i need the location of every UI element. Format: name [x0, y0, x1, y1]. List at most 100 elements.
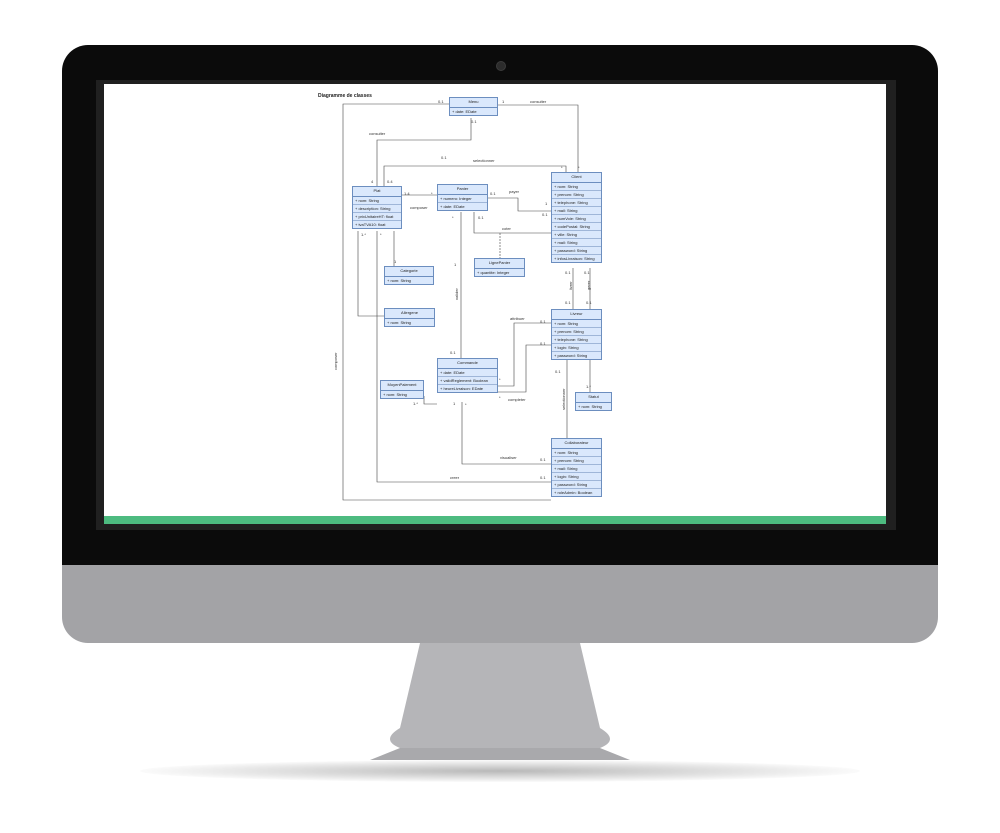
assoc-label: completer [508, 397, 526, 402]
monitor-chin [62, 565, 938, 643]
multiplicity: 1.* [361, 232, 366, 237]
class-name: Livreur [552, 310, 601, 320]
class-attribute: + password: String [552, 481, 601, 489]
class-name: LignePanier [475, 259, 524, 269]
class-name: MoyenPaiement [381, 381, 423, 391]
class-categorie[interactable]: Categorie + nom: String [384, 266, 434, 285]
class-attribute: + nom: String [552, 449, 601, 457]
class-name: Categorie [385, 267, 433, 277]
class-allergene[interactable]: Allergene + nom: String [384, 308, 435, 327]
class-name: Panier [438, 185, 487, 195]
class-name: Client [552, 173, 601, 183]
class-attribute: + infosLivraison: String [554, 256, 595, 261]
multiplicity: 0.1 [584, 270, 590, 275]
class-plat[interactable]: Plat + nom: String + description: String… [352, 186, 402, 229]
class-attribute: + mail: String [552, 207, 601, 215]
class-name: Commande [438, 359, 497, 369]
class-attribute: + date: EDate [438, 369, 497, 377]
class-name: Collaborateur [552, 439, 601, 449]
stand-shadow [140, 760, 860, 782]
multiplicity: 0.1 [540, 475, 546, 480]
assoc-label: consulter [369, 131, 386, 136]
multiplicity: 0.1 [540, 341, 546, 346]
class-attribute: + validReglement: Boolean [438, 377, 497, 385]
multiplicity: 1.4 [404, 191, 410, 196]
class-attribute: + date: EDate [440, 204, 465, 209]
multiplicity: * [561, 165, 563, 170]
class-attribute: + login: String [552, 344, 601, 352]
multiplicity: 4 [371, 179, 374, 184]
class-name: Plat [353, 187, 401, 197]
multiplicity: 1 [453, 401, 456, 406]
multiplicity: 1.* [413, 401, 418, 406]
assoc-label: valider [454, 288, 459, 300]
assoc-label: creer [450, 475, 460, 480]
assoc-label: consulter [530, 99, 547, 104]
class-menu[interactable]: Menu + date: EDate [449, 97, 498, 116]
assoc-label: composer [410, 205, 428, 210]
class-attribute: + mail: String [552, 239, 601, 247]
class-attribute: + roleAdmin: Boolean [554, 490, 593, 495]
class-attribute: + nom: String [387, 278, 411, 283]
display-area [104, 84, 886, 516]
multiplicity: * [499, 395, 501, 400]
class-panier[interactable]: Panier + numero: Integer + date: EDate [437, 184, 488, 211]
camera-icon [496, 61, 506, 71]
class-attribute: + nom: String [353, 197, 401, 205]
assoc-label: attribuer [510, 316, 525, 321]
multiplicity: 0.1 [478, 215, 484, 220]
class-attribute: + password: String [554, 353, 588, 358]
class-statut[interactable]: Statut + nom: String [575, 392, 612, 411]
class-attribute: + nom: String [552, 320, 601, 328]
multiplicity: 0.1 [565, 300, 571, 305]
multiplicity: 0.1 [565, 270, 571, 275]
multiplicity: 0.1 [542, 212, 548, 217]
class-collaborateur[interactable]: Collaborateur + nom: String + prenom: St… [551, 438, 602, 497]
assoc-label: coter [502, 226, 511, 231]
class-attribute: + numero: Integer [438, 195, 487, 203]
class-name: Menu [450, 98, 497, 108]
class-attribute: + quantite: Integer [477, 270, 510, 275]
class-attribute: + nom: String [552, 183, 601, 191]
multiplicity: * [452, 215, 454, 220]
assoc-label: composer [333, 352, 338, 370]
class-attribute: + nom: String [578, 404, 602, 409]
class-lignepanier[interactable]: LignePanier + quantite: Integer [474, 258, 525, 277]
multiplicity: 1 [545, 201, 548, 206]
screen-bottom-bar [104, 516, 886, 524]
class-attribute: + telephone: String [552, 199, 601, 207]
class-moyenpaiement[interactable]: MoyenPaiement + nom: String [380, 380, 424, 399]
class-attribute: + description: String [353, 205, 401, 213]
class-commande[interactable]: Commande + date: EDate + validReglement:… [437, 358, 498, 393]
multiplicity: * [380, 232, 382, 237]
class-livreur[interactable]: Livreur + nom: String + prenom: String +… [551, 309, 602, 360]
class-name: Allergene [385, 309, 434, 319]
multiplicity: * [431, 191, 433, 196]
multiplicity: 1 [394, 259, 397, 264]
multiplicity: * [499, 377, 501, 382]
multiplicity: 0.1 [450, 350, 456, 355]
class-attribute: + mail: String [552, 465, 601, 473]
class-client[interactable]: Client + nom: String + prenom: String + … [551, 172, 602, 263]
class-attribute: + codePostal: String [552, 223, 601, 231]
class-attribute: + login: String [552, 473, 601, 481]
class-name: Statut [576, 393, 611, 403]
assoc-label: payer [509, 189, 520, 194]
multiplicity: 0.4 [387, 179, 393, 184]
class-attribute: + telephone: String [552, 336, 601, 344]
multiplicity: * [465, 402, 467, 407]
multiplicity: 0.1 [441, 155, 447, 160]
class-attribute: + date: EDate [452, 109, 477, 114]
multiplicity: 1 [502, 99, 505, 104]
class-attribute: + numVoie: String [552, 215, 601, 223]
class-attribute: + prixUnitaireHT: float [353, 213, 401, 221]
class-attribute: + tvaTVA10: float [355, 222, 386, 227]
multiplicity: 0.1 [586, 300, 592, 305]
diagram-title: Diagramme de classes [318, 93, 372, 99]
multiplicity: 0.1 [471, 119, 477, 124]
class-attribute: + ville: String [552, 231, 601, 239]
assoc-label: selectionner [561, 388, 566, 410]
assoc-label: gerer [586, 280, 591, 290]
